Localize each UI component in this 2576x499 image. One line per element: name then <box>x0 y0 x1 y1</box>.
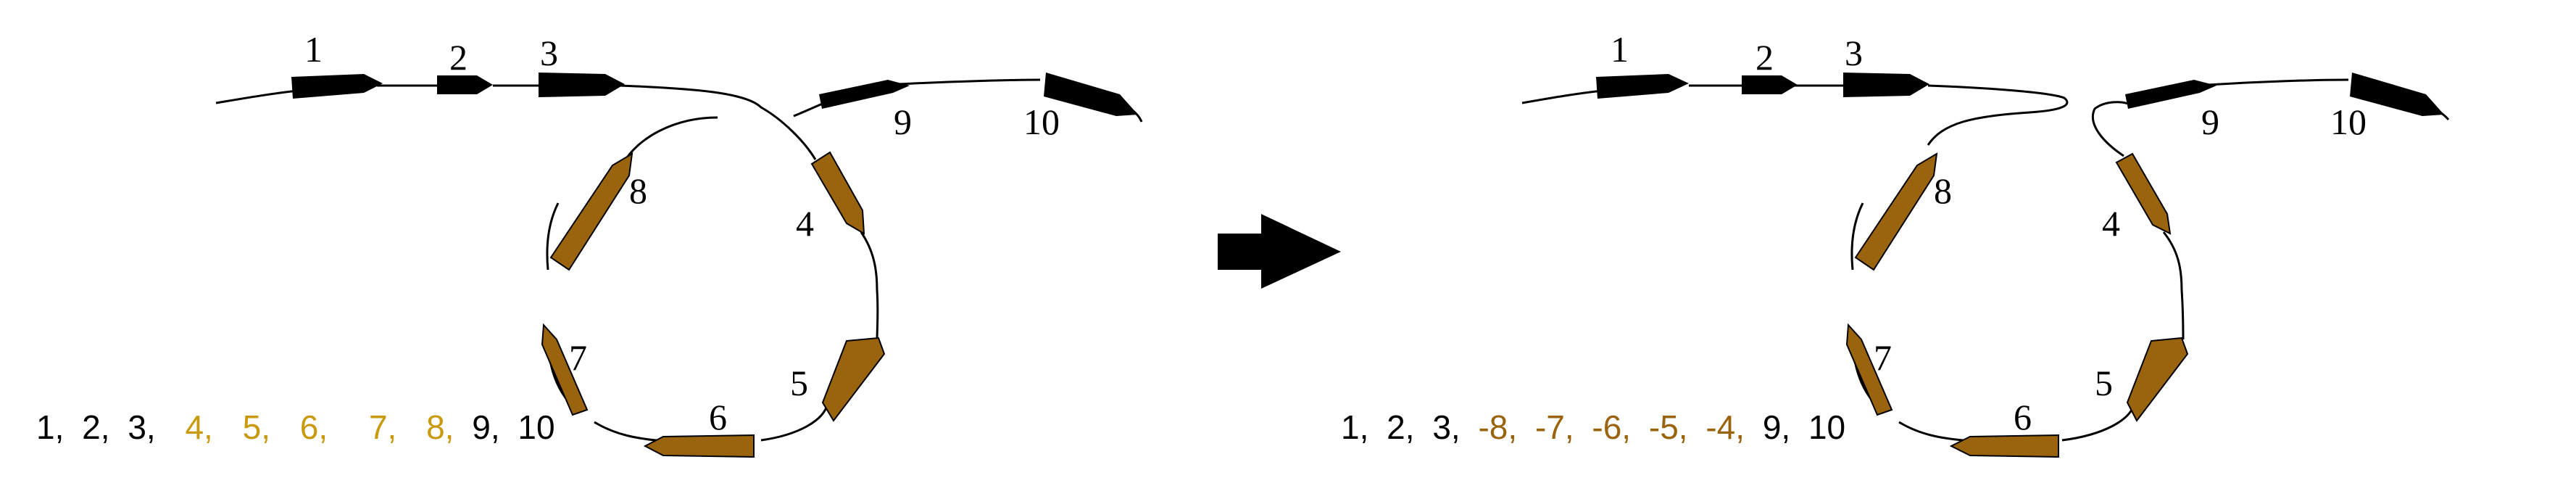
order-item: 9, <box>1763 408 1790 446</box>
gene-4-arrow <box>810 151 865 235</box>
right-panel: 1 2 3 4 5 6 7 8 9 10 1, 2, 3, -8, -7, -6… <box>1341 29 2450 458</box>
gene-4-arrow <box>2115 152 2172 235</box>
gene-label-6: 6 <box>2014 397 2032 437</box>
order-item: -8, <box>1478 408 1517 446</box>
gene-label-5: 5 <box>790 363 808 403</box>
order-item: 10 <box>518 408 554 446</box>
order-item: 1, <box>1341 408 1368 446</box>
order-item: 7, <box>369 408 396 446</box>
gene-label-1: 1 <box>1611 29 1629 70</box>
gene-label-4: 4 <box>796 203 814 244</box>
order-item: 3, <box>1432 408 1460 446</box>
order-item: -4, <box>1705 408 1745 446</box>
gene-label-9: 9 <box>894 102 912 142</box>
gene-1-arrow <box>291 74 383 99</box>
gene-10-arrow <box>2350 73 2444 116</box>
gene-2-arrow <box>437 75 493 94</box>
gene-label-2: 2 <box>1756 37 1774 78</box>
order-item: 2, <box>82 408 109 446</box>
right-gene-order: 1, 2, 3, -8, -7, -6, -5, -4, 9, 10 <box>1341 408 1845 446</box>
gene-label-4: 4 <box>2102 203 2120 244</box>
gene-6-arrow <box>643 434 755 458</box>
gene-label-10: 10 <box>1023 102 1060 142</box>
gene-8-arrow <box>549 152 633 271</box>
gene-2-arrow <box>1742 75 1798 94</box>
gene-label-5: 5 <box>2095 363 2113 403</box>
gene-label-8: 8 <box>629 170 647 211</box>
left-chromosome-line <box>215 78 1143 442</box>
right-arrow-icon <box>1218 214 1341 289</box>
order-item: 6, <box>300 408 328 446</box>
left-gene-order: 1, 2, 3, 4, 5, 6, 7, 8, 9, 10 <box>36 408 555 446</box>
gene-7-arrow <box>1845 323 1893 416</box>
gene-7-arrow <box>541 323 589 416</box>
order-item: 1, <box>36 408 64 446</box>
gene-label-2: 2 <box>449 37 468 78</box>
order-item: 4, <box>185 408 212 446</box>
gene-5-arrow <box>2126 337 2189 422</box>
gene-label-1: 1 <box>304 29 323 70</box>
order-item: 3, <box>128 408 155 446</box>
gene-label-10: 10 <box>2330 102 2367 142</box>
gene-3-arrow <box>1843 73 1929 97</box>
order-item: 10 <box>1808 408 1845 446</box>
gene-6-arrow <box>1949 434 2059 458</box>
gene-label-9: 9 <box>2201 102 2219 142</box>
order-item: -5, <box>1649 408 1688 446</box>
order-item: -7, <box>1535 408 1574 446</box>
gene-9-arrow <box>819 80 910 109</box>
gene-label-8: 8 <box>1934 170 1952 211</box>
gene-label-6: 6 <box>709 397 727 437</box>
gene-8-arrow <box>1854 152 1938 271</box>
order-item: -6, <box>1592 408 1631 446</box>
gene-label-7: 7 <box>569 337 587 378</box>
right-chromosome-line <box>1521 78 2450 442</box>
gene-10-arrow <box>1044 73 1138 116</box>
gene-9-arrow <box>2125 80 2216 109</box>
order-item: 9, <box>472 408 499 446</box>
gene-3-arrow <box>539 73 625 97</box>
gene-5-arrow <box>821 337 886 422</box>
gene-label-3: 3 <box>1845 33 1863 73</box>
gene-label-7: 7 <box>1874 337 1892 378</box>
order-item: 5, <box>243 408 270 446</box>
order-item: 8, <box>426 408 454 446</box>
left-panel: 1 2 3 4 5 6 7 8 9 10 1, 2, 3, 4, 5, 6, 7… <box>36 29 1143 458</box>
order-item: 2, <box>1387 408 1414 446</box>
gene-label-3: 3 <box>540 33 558 73</box>
gene-1-arrow <box>1596 74 1689 99</box>
